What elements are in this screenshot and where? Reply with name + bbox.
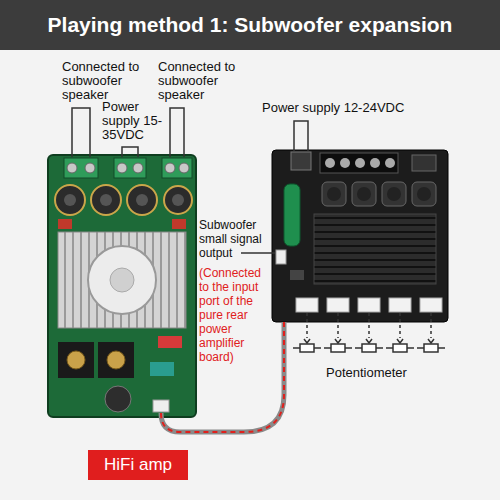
leader-lines-part	[294, 121, 308, 151]
rear-amp-board-part	[412, 182, 436, 206]
part-label: Potentiometer	[326, 366, 407, 380]
rear-amp-board	[272, 150, 448, 322]
title-banner: Playing method 1: Subwoofer expansion	[0, 0, 500, 50]
hifi-amp-board-part	[117, 163, 127, 173]
power-label-text: Power supply 15-35VDC	[102, 100, 166, 142]
signal-label: Subwoofer small signal output	[199, 218, 269, 260]
hifi-amp-board-part	[162, 158, 192, 178]
rear-amp-board-part	[284, 184, 300, 246]
part-badge: HiFi amp	[88, 450, 188, 480]
hifi-amp-board-part	[64, 158, 98, 178]
speaker-label: Connected to subwoofer speaker	[158, 60, 243, 102]
signal-label-text: Subwoofer small signal output	[199, 218, 269, 260]
potentiometer-symbols-part	[393, 344, 407, 352]
speaker-label-text: Connected to subwoofer speaker	[62, 60, 147, 102]
hifi-amp-board-part	[58, 342, 94, 378]
potentiometer-symbols-part	[307, 313, 431, 338]
hifi-amp-board-part	[48, 155, 196, 417]
potentiometer-symbols-part	[424, 344, 438, 352]
rear-amp-board-part	[291, 152, 311, 170]
power-label-text: Power supply 12-24VDC	[262, 101, 404, 115]
rear-amp-board-part	[272, 150, 448, 322]
hifi-amp-board-part	[127, 185, 157, 215]
hifi-amp-board-part	[179, 163, 189, 173]
rear-amp-board-part	[296, 298, 318, 312]
rear-amp-board-part	[322, 182, 346, 206]
rear-amp-board-part	[358, 298, 380, 312]
leader-lines-part	[122, 147, 138, 157]
hifi-amp-board-part	[67, 163, 77, 173]
rear-amp-board-part	[352, 182, 376, 206]
potentiometer-symbols-part	[331, 344, 345, 352]
potentiometer-symbols-part	[300, 344, 314, 352]
note-label: (Connected to the input port of the pure…	[199, 266, 269, 364]
rear-amp-board-part	[314, 214, 436, 284]
badge-text: HiFi amp	[102, 455, 174, 475]
hifi-amp-board-part	[98, 342, 134, 378]
rear-amp-board-part	[357, 187, 371, 201]
speaker-label-text: Connected to subwoofer speaker	[158, 60, 243, 102]
rear-amp-board-part	[370, 158, 380, 168]
leader-lines-part	[72, 108, 90, 157]
hifi-amp-board	[48, 155, 196, 417]
note-label-text: (Connected to the input port of the pure…	[199, 266, 269, 364]
rear-amp-board-part	[355, 158, 365, 168]
hifi-amp-board-part	[158, 336, 182, 348]
hifi-amp-board-part	[85, 163, 95, 173]
hifi-amp-board-part	[58, 219, 72, 229]
hifi-amp-board-part	[107, 351, 125, 369]
hifi-amp-board-part	[165, 163, 175, 173]
hifi-amp-board-part	[58, 232, 186, 328]
hifi-amp-board-part	[172, 219, 186, 229]
hifi-amp-board-part	[133, 163, 143, 173]
leader-lines-part	[241, 252, 275, 254]
potentiometer-symbols-part	[362, 344, 376, 352]
hifi-amp-board-part	[55, 185, 85, 215]
leader-lines-part	[170, 108, 184, 157]
rear-amp-board-part	[340, 158, 350, 168]
power-label: Power supply 12-24VDC	[262, 101, 404, 115]
rear-amp-board-part	[387, 187, 401, 201]
rear-amp-board-part	[382, 182, 406, 206]
rear-amp-board-part	[417, 187, 431, 201]
hifi-amp-board-part	[105, 386, 131, 412]
hifi-amp-board-part	[114, 158, 146, 178]
rear-amp-board-part	[276, 250, 286, 264]
rear-amp-board-part	[325, 158, 335, 168]
hifi-amp-board-part	[150, 362, 174, 376]
title-text: Playing method 1: Subwoofer expansion	[0, 0, 500, 50]
hifi-amp-board-part	[136, 194, 148, 206]
hifi-amp-board-part	[64, 194, 76, 206]
hifi-amp-board-part	[172, 194, 184, 206]
hifi-amp-board-part	[164, 186, 192, 214]
rear-amp-board-part	[420, 298, 442, 312]
rear-amp-board-part	[327, 298, 349, 312]
potentiometer-symbols	[293, 313, 445, 352]
rear-amp-board-part	[385, 158, 395, 168]
hifi-amp-board-part	[67, 351, 85, 369]
rear-amp-board-part	[320, 153, 398, 173]
hifi-amp-board-part	[153, 400, 169, 412]
rear-amp-board-part	[327, 187, 341, 201]
rear-amp-board-part	[290, 270, 304, 280]
speaker-label: Connected to subwoofer speaker	[62, 60, 147, 102]
part-label-text: Potentiometer	[326, 366, 407, 380]
hifi-amp-board-part	[91, 185, 121, 215]
hifi-amp-board-part	[88, 246, 156, 314]
potentiometer-symbols-part	[304, 339, 434, 343]
rear-amp-board-part	[412, 155, 436, 171]
rear-amp-board-part	[389, 298, 411, 312]
hifi-amp-board-part	[110, 268, 134, 292]
hifi-amp-board-part	[100, 194, 112, 206]
power-label: Power supply 15-35VDC	[102, 100, 166, 142]
